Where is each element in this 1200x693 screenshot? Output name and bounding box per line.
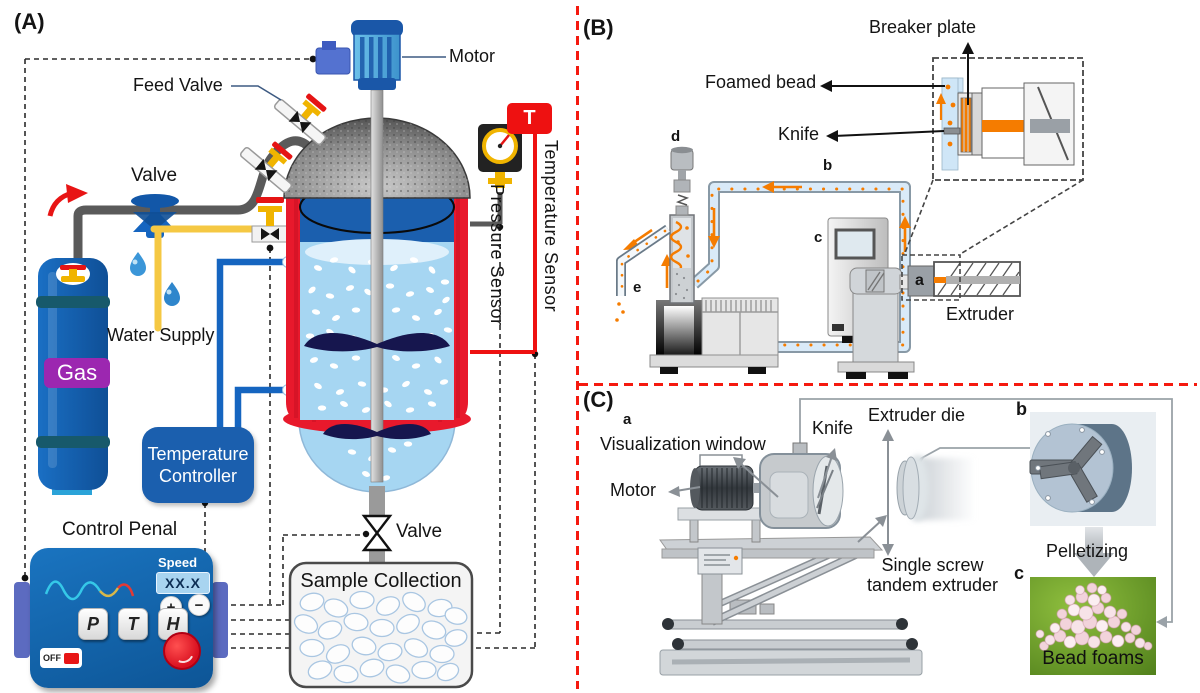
die-face-inset — [1029, 412, 1156, 526]
vertical-divider — [576, 6, 579, 689]
gas-label-badge: Gas — [44, 358, 110, 388]
breaker-plate-label: Breaker plate — [869, 17, 977, 37]
single-screw-line1: Single screw — [881, 555, 984, 575]
motor-assembly — [315, 20, 403, 90]
bottom-valve — [361, 486, 393, 566]
part-c-tag-c: c — [1014, 563, 1025, 583]
control-panel: Speed XX.X + − P T H OFF — [30, 548, 213, 688]
gas-pipe — [73, 136, 315, 271]
pelletizing-arrow-icon — [1074, 527, 1114, 577]
knife-label-c: Knife — [812, 418, 854, 438]
panel-c-tag: (C) — [583, 387, 614, 412]
speed-decrease-button[interactable]: − — [188, 594, 210, 616]
off-switch-label: OFF — [43, 653, 61, 663]
control-panel-right-rail — [212, 582, 228, 658]
autoclave-vessel — [283, 89, 471, 493]
controller-pipes — [216, 256, 294, 428]
off-toggle-icon — [64, 652, 79, 664]
speed-display: XX.X — [156, 572, 210, 594]
bead-foams-label: Bead foams — [1042, 648, 1144, 669]
pressure-gauge-icon — [470, 124, 522, 227]
part-b-tag-c: b — [1016, 399, 1027, 419]
melt-pump-unit — [837, 267, 915, 379]
part-d-tag-b: d — [671, 128, 681, 145]
bead-foams-photo — [1030, 577, 1156, 675]
gas-valve-label: Valve — [131, 165, 178, 186]
sample-collection-box — [288, 561, 474, 689]
emergency-knob[interactable] — [163, 632, 201, 670]
feed-valve-label: Feed Valve — [133, 75, 223, 95]
part-a-tag-c: a — [623, 411, 632, 428]
injection-valve-icon — [251, 197, 289, 243]
water-supply-label: Water Supply — [107, 325, 215, 345]
speed-label: Speed — [158, 555, 198, 570]
temperature-button[interactable]: T — [118, 608, 148, 640]
feed-valve-pointer-line — [231, 85, 282, 101]
tandem-extruder-motor — [690, 454, 761, 511]
c-connector-lines — [799, 398, 1173, 623]
sample-collection-label: Sample Collection — [300, 570, 462, 592]
granule-column — [615, 146, 779, 374]
temperature-sensor-label: Temperature Sensor — [540, 140, 561, 313]
c-label-arrows — [668, 429, 894, 556]
water-supply-pipe — [130, 225, 258, 332]
open-valve-arrow-icon — [47, 184, 88, 217]
pelletizing-label: Pelletizing — [1046, 541, 1129, 561]
visualization-chamber — [759, 442, 844, 529]
to-beads-arrowhead — [1156, 616, 1167, 628]
foamed-bead-label: Foamed bead — [705, 72, 817, 92]
part-b-tag-b: b — [823, 157, 833, 174]
horizontal-divider — [579, 383, 1197, 386]
feed-valve-lower-icon — [239, 141, 293, 194]
temperature-controller-box: Temperature Controller — [142, 427, 254, 503]
panel-b-tag: (B) — [583, 15, 614, 40]
part-c-tag-b: c — [814, 229, 823, 246]
off-switch[interactable]: OFF — [40, 648, 82, 668]
knife-label-b: Knife — [778, 124, 820, 144]
panel-a-tag: (A) — [14, 9, 45, 34]
extruder-die-drawing — [896, 455, 975, 521]
control-panel-title: Control Penal — [62, 519, 178, 540]
motor-label: Motor — [449, 46, 496, 66]
control-wiring — [24, 58, 536, 649]
part-e-tag-b: e — [633, 279, 642, 296]
signal-wave-icon — [44, 580, 135, 601]
stirrer-shaft — [370, 89, 384, 483]
part-a-tag-b: a — [915, 272, 924, 289]
pressure-button[interactable]: P — [78, 608, 108, 640]
extruder-label: Extruder — [946, 304, 1015, 324]
visualization-window-label: Visualization window — [600, 434, 766, 454]
extruder-screw — [907, 261, 1021, 297]
control-panel-left-rail — [14, 582, 30, 658]
feed-valve-upper-icon — [273, 93, 327, 146]
bottom-valve-label: Valve — [396, 521, 443, 542]
temperature-sensor-line — [470, 134, 537, 354]
extruder-die-label: Extruder die — [868, 405, 966, 425]
motor-label-c: Motor — [610, 480, 657, 500]
breaker-plate-inset — [820, 42, 1084, 181]
pressure-sensor-label: Pressure Sensor — [486, 184, 507, 326]
temperature-badge: T — [507, 103, 552, 134]
impeller-blades — [304, 332, 450, 440]
tandem-extruder-stand — [659, 507, 923, 676]
die-zoom-links — [901, 179, 1084, 301]
single-screw-label: Single screw tandem extruder — [855, 555, 1010, 596]
single-screw-line2: tandem extruder — [866, 574, 999, 595]
